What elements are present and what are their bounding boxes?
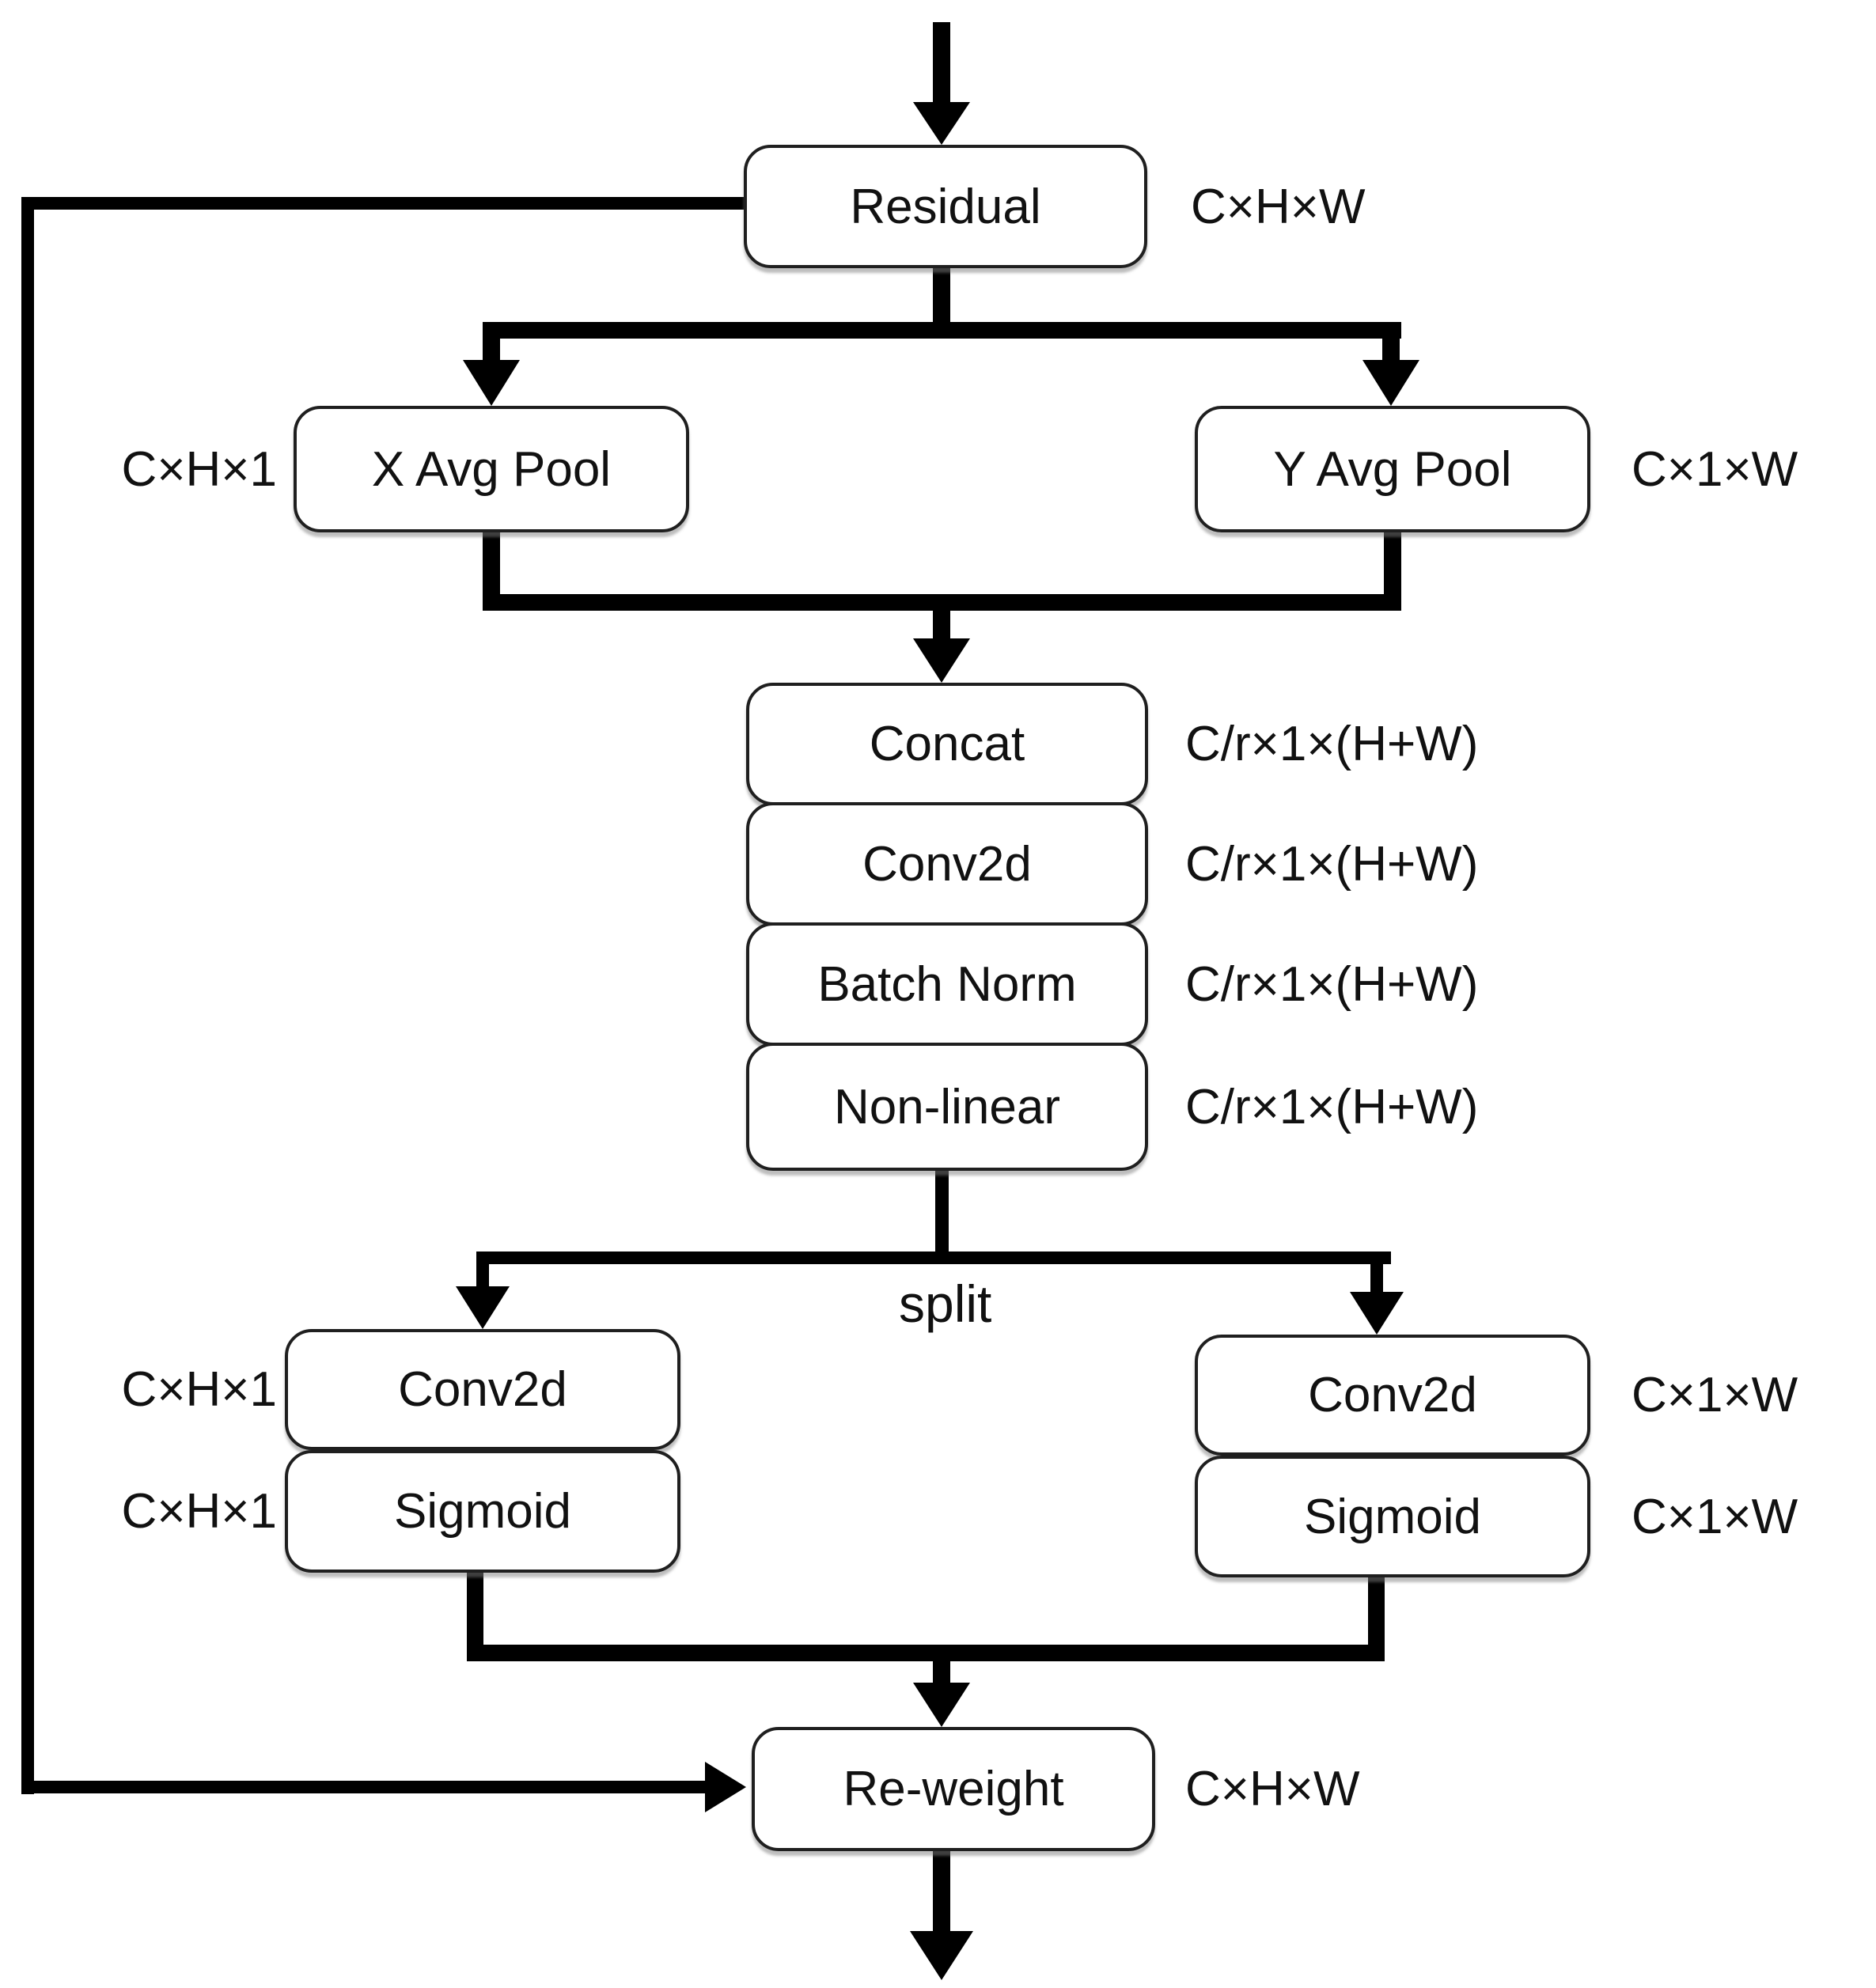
x-avg-pool-node: X Avg Pool xyxy=(294,406,689,532)
input-arrowhead-icon xyxy=(913,102,970,145)
residual-dim-label: C×H×W xyxy=(1191,179,1366,234)
reweight-dim-label: C×H×W xyxy=(1185,1762,1360,1816)
reweight-label: Re-weight xyxy=(843,1762,1064,1816)
edge-reweight-center-stub xyxy=(933,1661,950,1685)
conv2d-mid-label: Conv2d xyxy=(862,836,1032,892)
edge-sigmoid-merge-horizontal xyxy=(467,1645,1385,1661)
edge-skip-vertical xyxy=(21,197,34,1794)
concat-arrowhead-icon xyxy=(913,638,970,683)
reweight-node: Re-weight xyxy=(752,1727,1155,1851)
concat-node: Concat xyxy=(746,683,1148,805)
branch-right-arrowhead-icon xyxy=(1362,360,1419,406)
sigmoid-right-dim-label: C×1×W xyxy=(1632,1489,1798,1544)
edge-sigmoid-right-down xyxy=(1368,1577,1385,1661)
reweight-arrowhead-icon xyxy=(913,1683,970,1727)
non-linear-node: Non-linear xyxy=(746,1043,1148,1171)
edge-skip-top xyxy=(28,197,744,210)
edge-nonlinear-down xyxy=(935,1171,949,1258)
split-left-arrowhead-icon xyxy=(456,1286,510,1329)
conv2d-right-node: Conv2d xyxy=(1195,1335,1590,1456)
concat-dim-label: C/r×1×(H+W) xyxy=(1185,717,1479,771)
sigmoid-left-dim-label: C×H×1 xyxy=(121,1484,277,1539)
x-avg-pool-label: X Avg Pool xyxy=(371,441,612,497)
sigmoid-right-label: Sigmoid xyxy=(1304,1489,1481,1544)
output-arrowhead-icon xyxy=(910,1931,973,1980)
conv2d-mid-dim-label: C/r×1×(H+W) xyxy=(1185,836,1479,892)
split-annotation: split xyxy=(899,1274,992,1333)
non-linear-dim-label: C/r×1×(H+W) xyxy=(1185,1079,1479,1134)
non-linear-label: Non-linear xyxy=(833,1079,1061,1134)
conv2d-left-dim-label: C×H×1 xyxy=(121,1362,277,1417)
edge-branch-right-stub xyxy=(1382,322,1400,362)
conv2d-mid-node: Conv2d xyxy=(746,802,1148,926)
sigmoid-right-node: Sigmoid xyxy=(1195,1456,1590,1577)
conv2d-right-dim-label: C×1×W xyxy=(1632,1368,1798,1422)
conv2d-right-label: Conv2d xyxy=(1308,1368,1477,1422)
conv2d-left-node: Conv2d xyxy=(285,1329,680,1450)
edge-residual-down xyxy=(933,268,950,324)
edge-merge-center-stub xyxy=(933,611,950,641)
skip-arrowhead-icon xyxy=(705,1762,746,1812)
batch-norm-node: Batch Norm xyxy=(746,922,1148,1046)
edge-split-horizontal xyxy=(476,1251,1391,1264)
x-pool-dim-label: C×H×1 xyxy=(121,441,277,497)
batch-norm-dim-label: C/r×1×(H+W) xyxy=(1185,956,1479,1012)
edge-split-right-stub xyxy=(1370,1251,1383,1293)
edge-skip-bottom xyxy=(21,1781,707,1793)
conv2d-left-label: Conv2d xyxy=(398,1362,567,1417)
edge-split-left-stub xyxy=(476,1251,489,1293)
sigmoid-left-label: Sigmoid xyxy=(394,1484,571,1539)
concat-label: Concat xyxy=(869,717,1025,771)
edge-output-shaft xyxy=(933,1851,950,1935)
edge-sigmoid-left-down xyxy=(467,1573,483,1661)
edge-branch-horizontal xyxy=(487,322,1401,339)
edge-branch-left-stub xyxy=(483,322,500,362)
sigmoid-left-node: Sigmoid xyxy=(285,1450,680,1573)
residual-node: Residual xyxy=(744,145,1147,268)
residual-label: Residual xyxy=(850,179,1041,234)
y-pool-dim-label: C×1×W xyxy=(1632,441,1798,497)
edge-xpool-down xyxy=(483,532,500,611)
batch-norm-label: Batch Norm xyxy=(817,956,1077,1012)
branch-left-arrowhead-icon xyxy=(463,360,520,406)
y-avg-pool-node: Y Avg Pool xyxy=(1195,406,1590,532)
edge-ypool-down xyxy=(1384,532,1401,611)
split-right-arrowhead-icon xyxy=(1350,1292,1404,1335)
edge-input-shaft xyxy=(933,22,950,111)
edge-pool-merge-horizontal xyxy=(483,594,1401,611)
y-avg-pool-label: Y Avg Pool xyxy=(1273,441,1512,497)
